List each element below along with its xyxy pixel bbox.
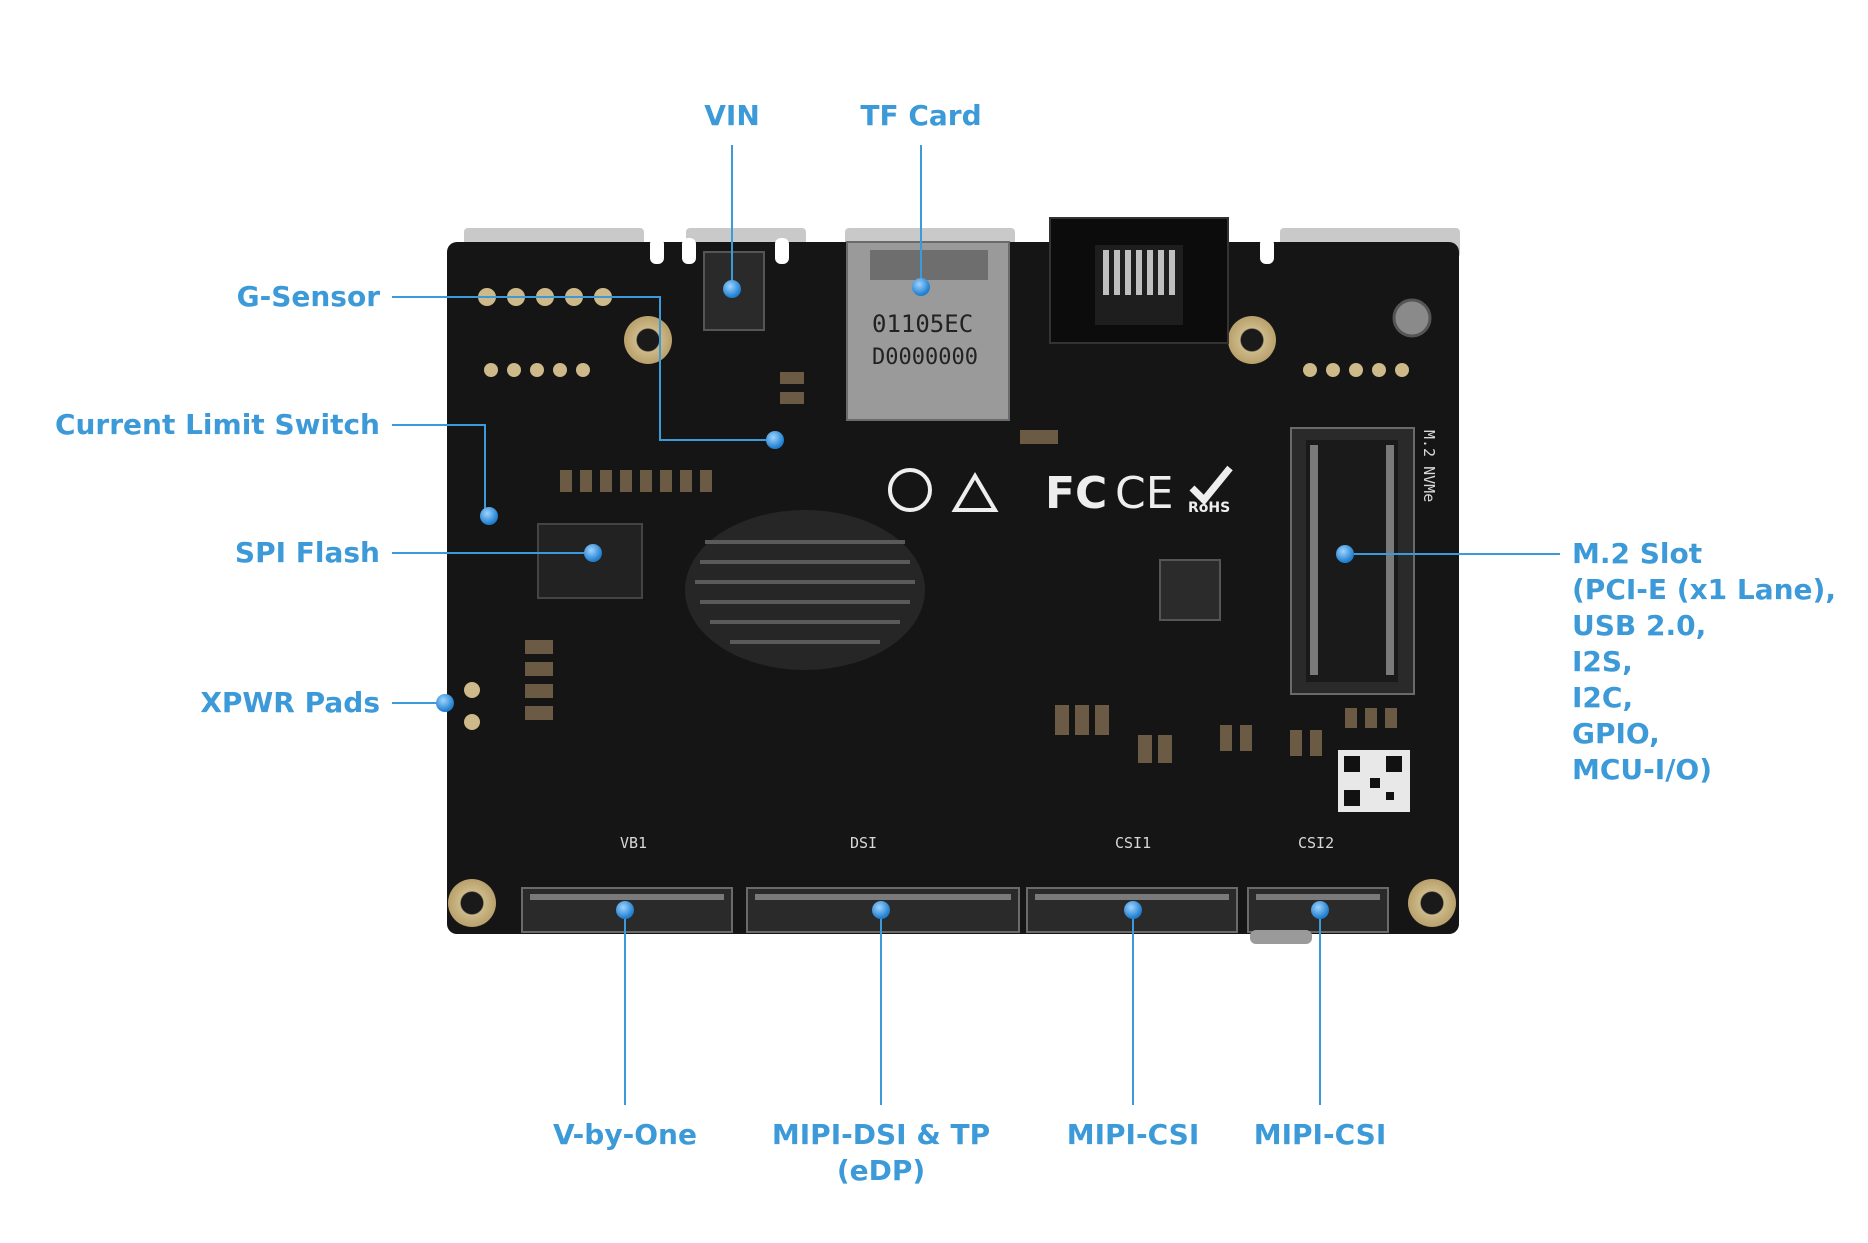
cert-logos: FC CE RoHS xyxy=(888,465,1233,519)
label-spi-flash: SPI Flash xyxy=(234,536,380,569)
silk-dsi: DSI xyxy=(850,834,877,852)
label-current-limit-switch: Current Limit Switch xyxy=(54,408,380,441)
soc-region xyxy=(685,510,925,670)
label-m2-line-4: I2C, xyxy=(1572,681,1634,714)
bottom-fpc-connectors xyxy=(521,887,1389,944)
callout-dot-xpwr xyxy=(436,694,454,712)
label-mipi-csi-1: MIPI-CSI xyxy=(1066,1118,1200,1151)
silk-csi1: CSI1 xyxy=(1115,834,1151,852)
label-vin: VIN xyxy=(704,99,760,132)
callout-dot-mipi-csi-2 xyxy=(1311,901,1329,919)
label-m2-line-6: MCU-I/O) xyxy=(1572,753,1713,786)
label-m2-line-1: (PCI-E (x1 Lane), xyxy=(1572,573,1836,606)
callout-dots xyxy=(436,278,1354,919)
bga-dots xyxy=(695,540,915,644)
callout-dot-tf-card xyxy=(912,278,930,296)
m2-nvme-silk: M.2 NVMe xyxy=(1420,430,1438,502)
label-tf-card: TF Card xyxy=(860,99,982,132)
audio-jack xyxy=(1392,298,1432,338)
label-mipi-dsi-line-2: (eDP) xyxy=(836,1154,926,1187)
callout-dot-mipi-dsi xyxy=(872,901,890,919)
label-mipi-dsi: MIPI-DSI & TP (eDP) xyxy=(772,1117,990,1189)
label-m2-line-5: GPIO, xyxy=(1572,717,1660,750)
tf-code-1: 01105EC xyxy=(872,310,973,338)
small-chip xyxy=(1159,559,1221,621)
callout-dot-g-sensor xyxy=(766,431,784,449)
callout-dot-spi-flash xyxy=(584,544,602,562)
callout-lines xyxy=(392,145,1560,1105)
ethernet-jack xyxy=(1049,217,1229,344)
label-m2-title: M.2 Slot xyxy=(1572,537,1703,570)
m2-slot-connector: M.2 NVMe xyxy=(1290,427,1438,695)
tf-code-2: D0000000 xyxy=(872,345,978,370)
pcb-board xyxy=(447,242,1459,934)
callout-dot-vbyone xyxy=(616,901,634,919)
passive-components xyxy=(525,372,1397,763)
label-mipi-dsi-line-1: MIPI-DSI & TP xyxy=(771,1118,991,1151)
xpwr-pads-shapes xyxy=(464,682,480,730)
label-g-sensor: G-Sensor xyxy=(236,280,380,313)
callout-dot-mipi-csi-1 xyxy=(1124,901,1142,919)
label-v-by-one: V-by-One xyxy=(553,1118,697,1151)
tf-card-slot: 01105EC D0000000 xyxy=(846,241,1010,421)
silk-csi2: CSI2 xyxy=(1298,834,1334,852)
label-mipi-csi-2: MIPI-CSI xyxy=(1253,1118,1387,1151)
callout-dot-current-limit xyxy=(480,507,498,525)
label-m2-line-3: I2S, xyxy=(1572,645,1633,678)
label-m2-line-2: USB 2.0, xyxy=(1572,609,1707,642)
silk-vb1: VB1 xyxy=(620,834,647,852)
ce-logo: CE xyxy=(1115,468,1174,519)
fc-logo: FC xyxy=(1045,468,1107,519)
callout-dot-vin xyxy=(723,280,741,298)
label-m2-slot: M.2 Slot (PCI-E (x1 Lane), USB 2.0, I2S,… xyxy=(1572,536,1836,788)
rohs-logo: RoHS xyxy=(1188,500,1230,516)
label-xpwr-pads: XPWR Pads xyxy=(200,686,380,719)
callout-dot-m2 xyxy=(1336,545,1354,563)
